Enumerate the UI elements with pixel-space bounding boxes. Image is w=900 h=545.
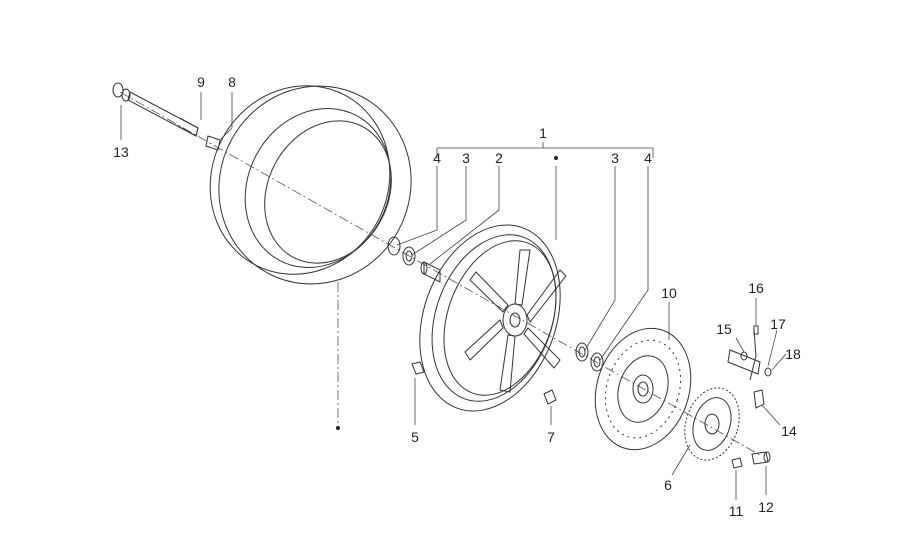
abs-sensor-assembly	[727, 325, 772, 409]
callout-10: 10	[661, 285, 677, 301]
balance-weight	[543, 389, 557, 405]
right-bearings	[575, 342, 604, 372]
axle-assembly	[112, 82, 221, 151]
callout-8: 8	[228, 74, 236, 90]
callout-1: 1	[539, 125, 547, 141]
screw-and-spacer	[731, 451, 771, 469]
callout-12: 12	[758, 499, 774, 515]
rim	[419, 224, 567, 412]
callout-15: 15	[716, 321, 732, 337]
callout-5: 5	[411, 429, 419, 445]
callout-4-left: 4	[433, 150, 441, 166]
callout-18: 18	[785, 346, 801, 362]
callout-2: 2	[495, 150, 503, 166]
brake-disc	[594, 327, 692, 451]
valve-stem	[411, 361, 425, 375]
callout-14: 14	[781, 423, 797, 439]
abs-tone-ring	[684, 387, 740, 461]
callout-7: 7	[547, 429, 555, 445]
callout-11: 11	[729, 503, 744, 519]
callout-13: 13	[113, 144, 129, 160]
callout-16: 16	[748, 280, 764, 296]
tire	[209, 85, 412, 285]
callout-3-left: 3	[462, 150, 470, 166]
callout-4-right: 4	[644, 150, 652, 166]
left-bearings	[387, 236, 441, 283]
callout-9: 9	[197, 74, 205, 90]
leader-lines	[120, 92, 787, 500]
callout-17: 17	[770, 316, 786, 332]
callout-6: 6	[664, 477, 672, 493]
callout-3-right: 3	[611, 150, 619, 166]
